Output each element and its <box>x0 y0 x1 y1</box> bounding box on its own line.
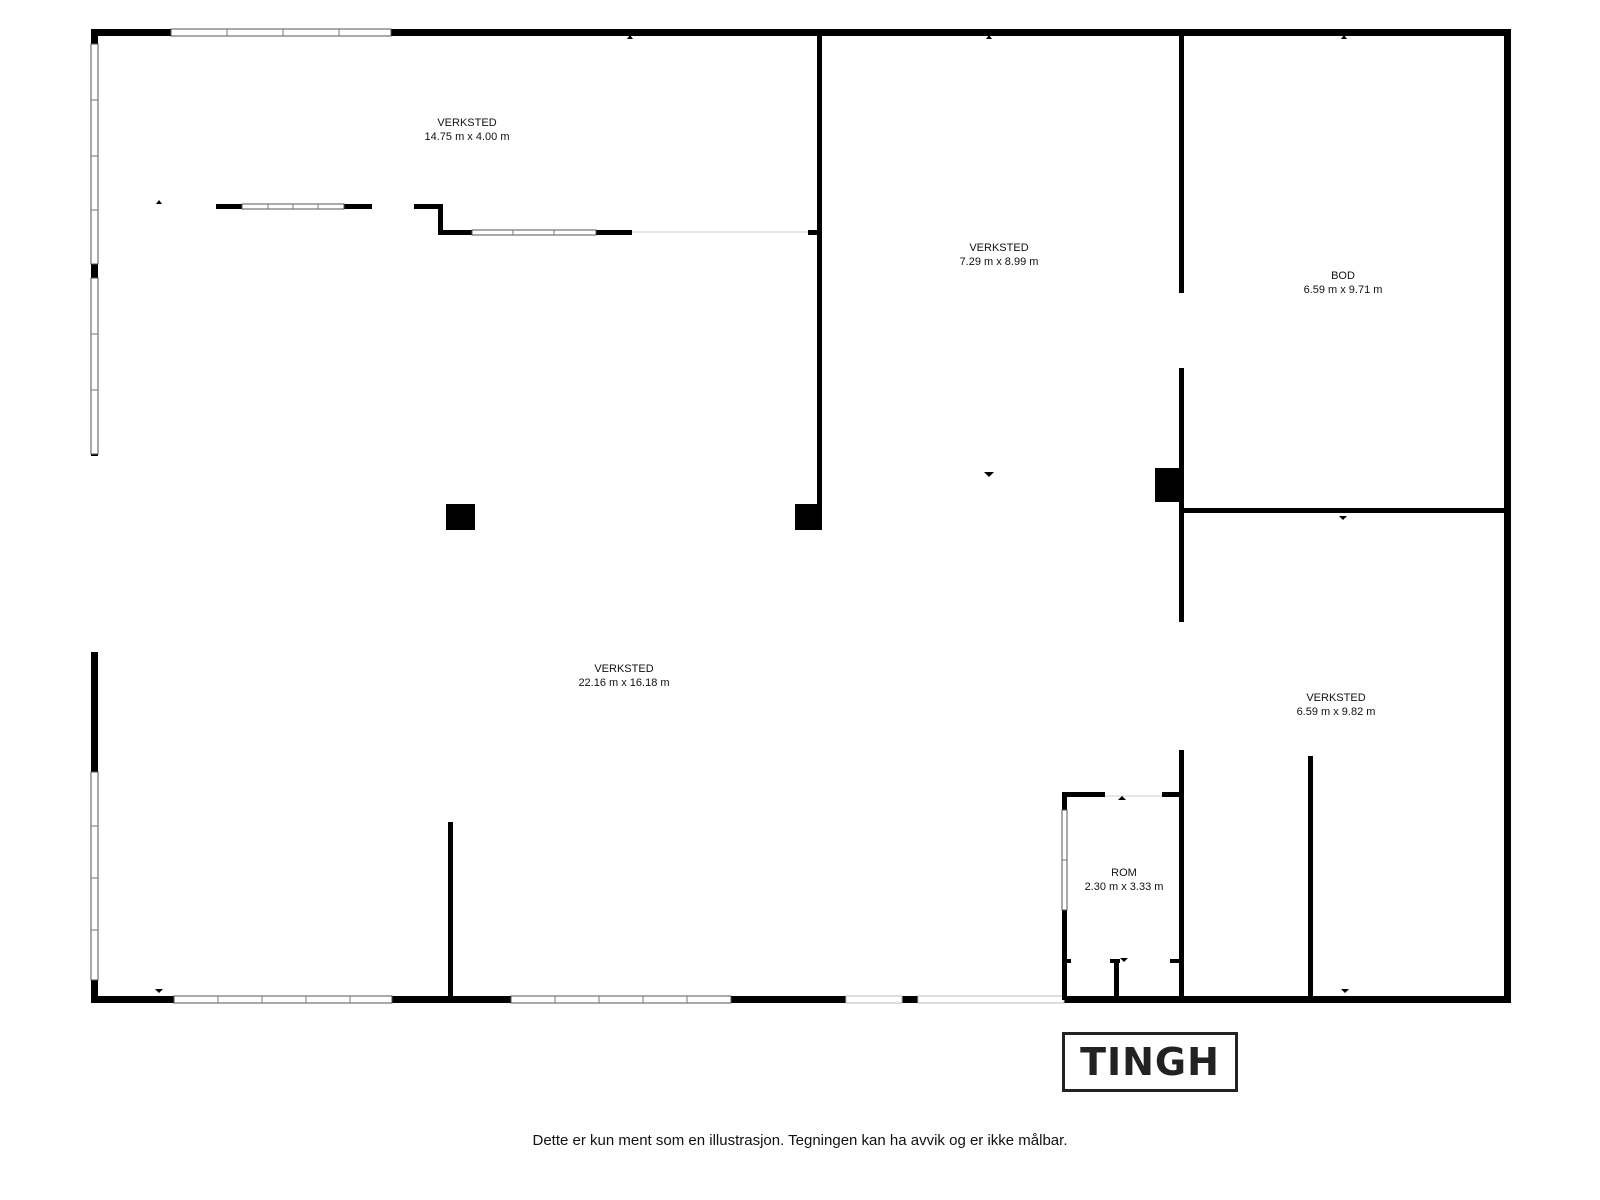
window-left-lower <box>90 771 99 981</box>
room-name: BOD <box>1331 270 1355 282</box>
rom-wall-top-right <box>1162 792 1182 797</box>
room-size: 7.29 m x 8.99 m <box>959 256 1039 268</box>
rom-wall-bottom-post <box>1114 962 1119 998</box>
window-bottom-left <box>173 995 393 1004</box>
room-label-verksted-top-left: VERKSTED 14.75 m x 4.00 m <box>367 116 567 144</box>
room-label-verksted-middle: VERKSTED 7.29 m x 8.99 m <box>899 241 1099 269</box>
room-label-bod: BOD 6.59 m x 9.71 m <box>1243 269 1443 297</box>
room-label-verksted-main: VERKSTED 22.16 m x 16.18 m <box>524 662 724 690</box>
inner-wall-right-vertical-a <box>1179 33 1184 293</box>
room-name: VERKSTED <box>594 663 654 675</box>
inner-wall-middle-vertical <box>817 33 822 530</box>
room-size: 2.30 m x 3.33 m <box>1084 881 1164 893</box>
outer-wall-right <box>1504 29 1511 1003</box>
opening-inner-upper <box>372 203 414 210</box>
room-name: VERKSTED <box>969 242 1029 254</box>
partial-wall-lower-right <box>1308 756 1313 998</box>
room-label-rom: ROM 2.30 m x 3.33 m <box>1024 866 1224 894</box>
inner-wall-upper-c <box>808 230 820 235</box>
opening-left <box>90 456 99 652</box>
inner-wall-right-vertical-c <box>1179 750 1184 1000</box>
room-name: VERKSTED <box>437 117 497 129</box>
window-inner-upper-b <box>471 229 597 236</box>
room-size: 22.16 m x 16.18 m <box>578 677 670 689</box>
window-inner-upper-a <box>241 203 345 210</box>
room-size: 6.59 m x 9.82 m <box>1296 706 1376 718</box>
window-left-middle <box>90 277 99 455</box>
outer-wall-bottom <box>91 996 1511 1003</box>
window-top-left <box>170 28 392 37</box>
rom-wall-bottom-stub-b <box>1110 959 1120 963</box>
outer-wall-top <box>91 29 1511 36</box>
column-left <box>446 504 475 530</box>
rom-wall-bottom-stub-c <box>1170 959 1182 963</box>
rom-wall-bottom-stub-a <box>1066 959 1071 963</box>
rom-window <box>1061 809 1068 911</box>
room-size: 14.75 m x 4.00 m <box>424 131 510 143</box>
room-size: 6.59 m x 9.71 m <box>1303 284 1383 296</box>
room-label-verksted-lower-right: VERKSTED 6.59 m x 9.82 m <box>1236 691 1436 719</box>
room-name: ROM <box>1111 867 1137 879</box>
marker-ticks <box>155 35 1349 993</box>
window-left-upper <box>90 43 99 265</box>
column-right <box>1155 468 1184 502</box>
column-middle <box>795 504 822 530</box>
door-bottom-b <box>917 995 1065 1004</box>
window-bottom-middle <box>510 995 732 1004</box>
partial-wall-lower-left <box>448 822 453 998</box>
inner-wall-upper-step <box>438 204 443 234</box>
room-name: VERKSTED <box>1306 692 1366 704</box>
door-bottom-a <box>845 995 903 1004</box>
tingh-logo: TINGH <box>1062 1032 1238 1092</box>
disclaimer-text: Dette er kun ment som en illustrasjon. T… <box>532 1132 1068 1149</box>
rom-wall-top-left <box>1062 792 1105 797</box>
